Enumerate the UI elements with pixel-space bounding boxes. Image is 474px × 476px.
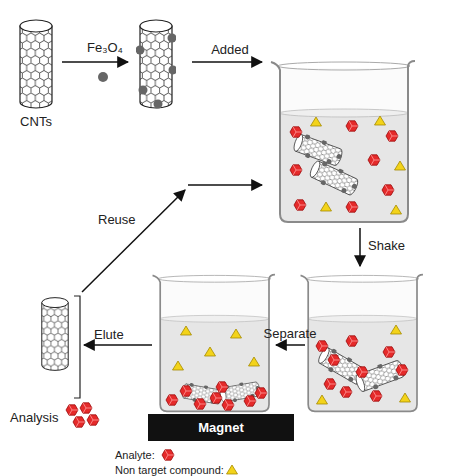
process-arrow xyxy=(188,184,262,186)
step-label: Added xyxy=(202,42,258,58)
step-label: Separate xyxy=(260,326,320,342)
non-target-symbol xyxy=(311,117,322,126)
legend-analyte-sample xyxy=(162,450,174,460)
non-target-symbol xyxy=(173,361,184,370)
process-arrow xyxy=(276,344,305,346)
process-arrow xyxy=(359,228,361,266)
non-target-symbol xyxy=(391,205,402,214)
analyte-symbol xyxy=(368,155,380,165)
magnetic-nanotube xyxy=(307,157,361,199)
analyte-symbol xyxy=(216,382,228,392)
analyte-symbol xyxy=(290,127,302,137)
carbon-nanotube xyxy=(42,298,68,371)
legend-entry: Analyte: xyxy=(115,448,155,462)
analyte-symbol xyxy=(370,391,382,401)
legend-text: Non target compound: xyxy=(115,464,224,476)
node-text: Magnet xyxy=(198,420,244,435)
fe3o4-particle xyxy=(98,72,108,82)
analyte-symbol xyxy=(324,379,336,389)
step-label: Reuse xyxy=(98,212,148,228)
beaker xyxy=(301,275,423,412)
analyte-symbol xyxy=(396,365,408,375)
analyte-symbol xyxy=(222,400,234,410)
legend-entry: Non target compound: xyxy=(115,463,224,476)
analyte-symbol xyxy=(346,202,358,212)
non-target-symbol xyxy=(317,395,328,404)
analyte-symbol xyxy=(382,185,394,195)
magnetic-nanotube xyxy=(136,20,178,109)
analyte-symbol xyxy=(194,399,206,409)
analyte-symbol xyxy=(255,388,267,398)
process-arrow xyxy=(192,61,262,63)
analyte-symbol xyxy=(66,405,78,415)
cnt-label-node: CNTs xyxy=(8,112,64,130)
non-target-symbol xyxy=(231,329,242,338)
analyte-symbol xyxy=(87,415,99,425)
analyte-symbol xyxy=(346,121,358,131)
non-target-symbol xyxy=(205,347,216,356)
beaker xyxy=(271,61,415,222)
analyte-symbol xyxy=(166,395,178,405)
analyte-symbol xyxy=(210,393,222,403)
analyte-symbol xyxy=(294,200,306,210)
non-target-symbol xyxy=(181,326,192,335)
bracket xyxy=(74,296,80,398)
magnet-block: Magnet xyxy=(148,414,294,441)
legend-text: Analyte: xyxy=(115,449,155,461)
analyte-symbol xyxy=(290,165,302,175)
analyte-symbol xyxy=(340,387,352,397)
analyte-symbol xyxy=(356,367,368,377)
process-arrow xyxy=(82,190,185,292)
analyte-symbol xyxy=(73,417,85,427)
process-arrow xyxy=(62,61,128,63)
non-target-symbol xyxy=(375,116,386,125)
analyte-symbol xyxy=(180,386,192,396)
process-arrow xyxy=(84,344,152,346)
analyte-symbol xyxy=(346,336,358,346)
step-label: Shake xyxy=(368,238,418,254)
reagent-label: Fe₃O₄ xyxy=(78,40,132,56)
step-label: Elute xyxy=(94,327,144,343)
beaker xyxy=(153,275,275,412)
analyte-symbol xyxy=(383,347,395,357)
non-target-symbol xyxy=(391,325,402,334)
analyte-symbol xyxy=(328,355,340,365)
analyte-symbol xyxy=(316,341,328,351)
non-target-symbol xyxy=(249,357,260,366)
legend-non-target-sample xyxy=(227,465,238,474)
magnetic-nanotube xyxy=(353,357,407,395)
non-target-symbol xyxy=(395,161,406,170)
non-target-symbol xyxy=(400,393,411,402)
analyte-symbol xyxy=(244,396,256,406)
non-target-symbol xyxy=(321,202,332,211)
carbon-nanotube xyxy=(20,20,52,108)
analysis-label: Analysis xyxy=(10,410,66,426)
node-text: CNTs xyxy=(20,114,52,129)
analyte-symbol xyxy=(386,131,398,141)
analyte-symbol xyxy=(80,403,92,413)
